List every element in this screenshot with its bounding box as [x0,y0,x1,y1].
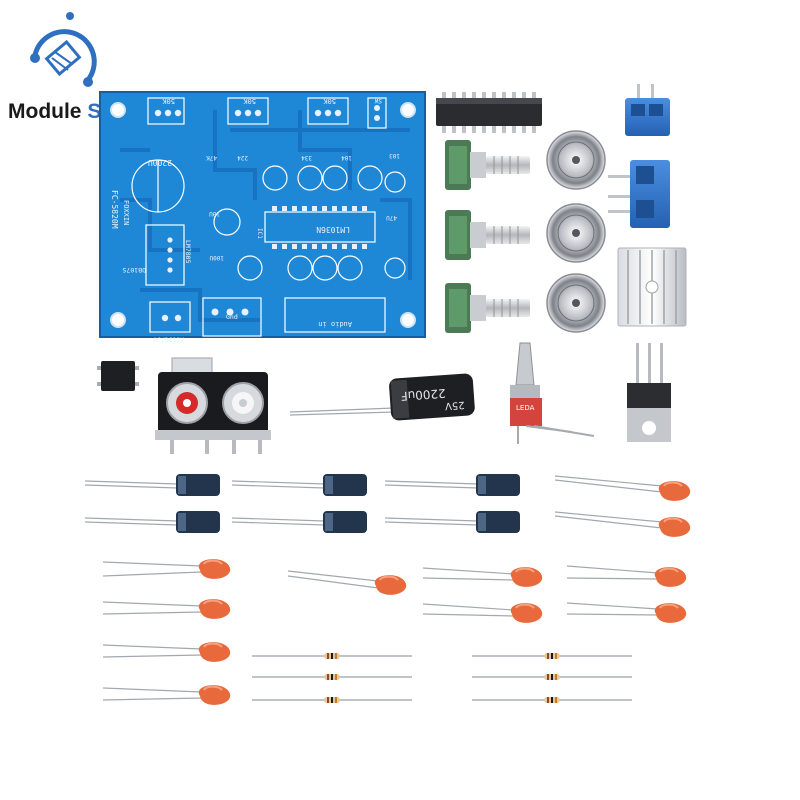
pcb-main-cap-label: 2200U [148,158,172,167]
knob-1 [546,130,606,190]
toggle-switch: LEDA [510,342,595,444]
small-cap [231,511,367,533]
pcb-switch-label: SW [374,97,382,104]
resistor [471,652,633,660]
pcb-value-334: 334 [301,154,312,161]
resistors [251,652,633,704]
resistor [251,673,413,681]
terminal-block-1 [625,84,670,136]
switch-brand-label: LEDA [516,404,535,412]
pcb-gnd-label: Gnd [226,313,238,321]
pcb-power-label: AC/DC12V [153,336,184,344]
resistor [251,696,413,704]
ceramic-cap [509,566,544,588]
bridge-rectifier [97,361,139,391]
small-cap [384,474,520,496]
potentiometer-1 [445,140,530,190]
pcb-value-103: 103 [389,152,400,159]
resistor [471,673,633,681]
pcb-pot-label-2: 50K [243,97,256,105]
big-cap-voltage: 25V [444,399,464,411]
ceramic-cap [197,641,232,663]
voltage-regulator [627,343,671,442]
pcb-maker-label: FOXXIN [122,200,130,225]
small-electrolytic-caps [84,474,520,533]
pcb-chip-label: LM1036N [316,225,350,234]
big-cap-value: 2200uF [400,386,446,403]
pcb-value-47k: 47K [206,154,217,161]
pcb-input-label: Audio in [318,320,352,328]
pcb-value-104: 104 [341,154,352,161]
ceramic-cap [657,516,692,538]
pcb-value-100u: 100U [209,254,224,261]
ic-chip [436,92,542,133]
electrolytic-capacitor-large: 2200uF 25V [289,373,475,421]
ceramic-cap [509,602,544,624]
pcb-ic-ref: IC1 [256,228,263,239]
brand-logo-icon [30,12,97,87]
small-cap [84,474,220,496]
small-cap [231,474,367,496]
rca-jack [155,357,271,454]
ceramic-cap [197,558,232,580]
brand-name-module: Module [8,100,82,123]
pcb-reg-label: LM7805 [184,240,192,264]
pcb-value-47u: 47U [386,214,397,221]
pcb-model-label: FC-5820M [110,190,119,229]
ceramic-cap [657,480,692,502]
pcb-value-224: 224 [237,154,248,161]
knob-3 [546,273,606,333]
ceramic-cap [197,684,232,706]
pcb-pot-label-3: 50K [323,97,336,105]
terminal-block-2 [608,160,670,228]
resistor [251,652,413,660]
pcb-board: FC-5820M FOXXIN 2200U LM1036N 50K 50K 50… [99,91,426,344]
ceramic-cap [197,598,232,620]
ceramic-caps [102,475,692,706]
heatsink [617,247,687,327]
resistor [471,696,633,704]
pcb-rect-label: DB107S [122,266,146,274]
ceramic-cap [653,602,688,624]
potentiometer-2 [445,210,530,260]
ceramic-cap [653,566,688,588]
knob-2 [546,203,606,263]
pcb-pot-label-1: 50K [162,97,175,105]
pcb-value-10u: 10U [209,210,220,217]
small-cap [384,511,520,533]
small-cap [84,511,220,533]
potentiometer-3 [445,283,530,333]
ceramic-cap [373,574,408,596]
